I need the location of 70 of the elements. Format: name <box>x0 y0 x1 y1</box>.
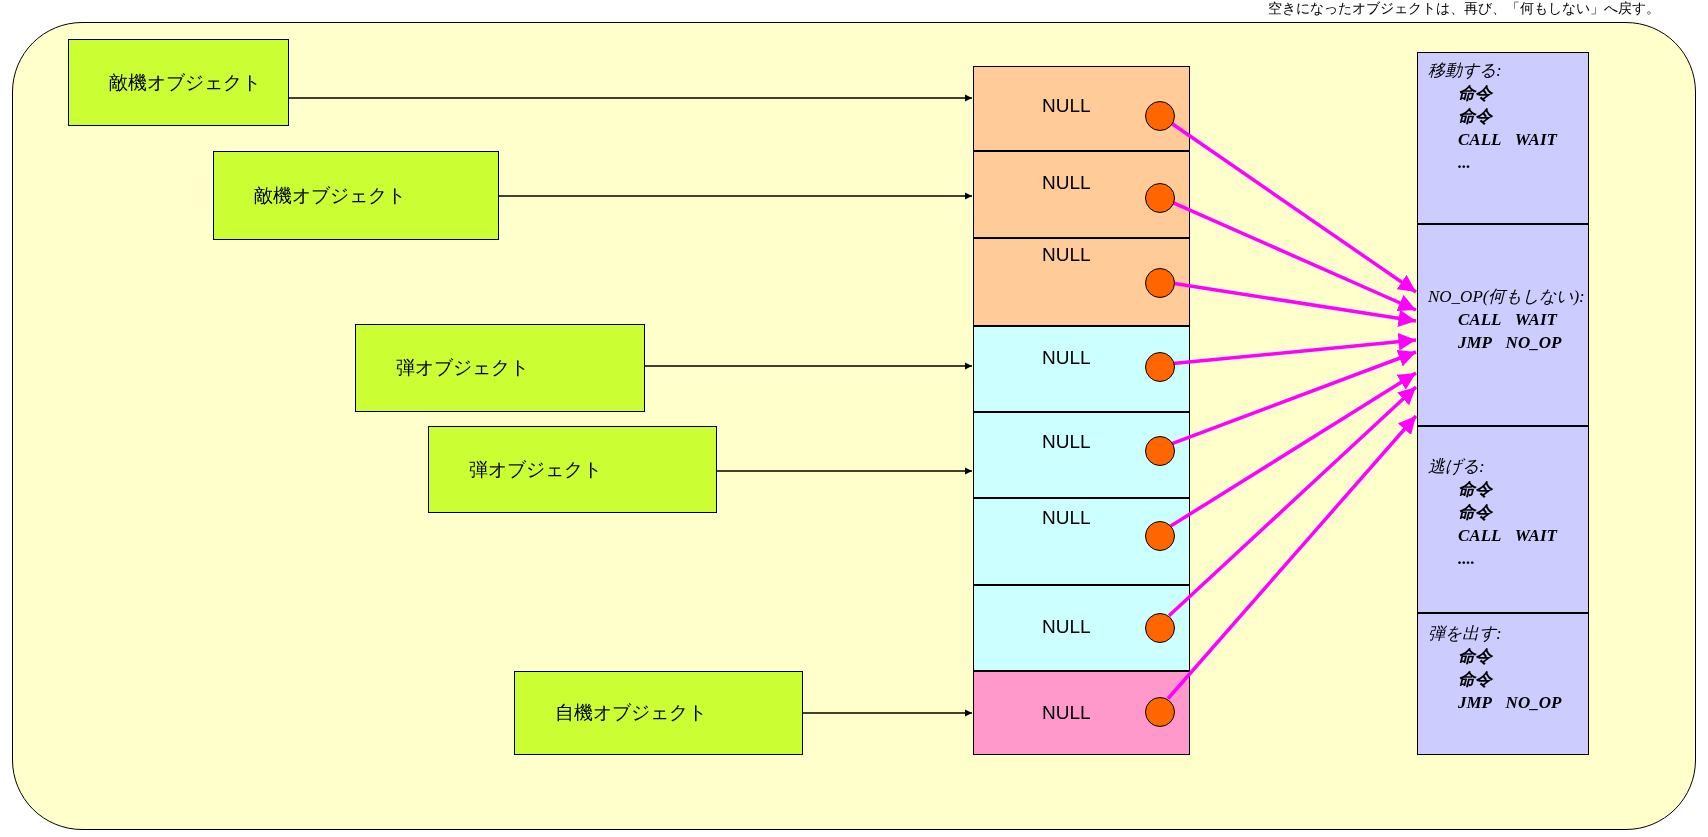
code-line: JMP NO_OP <box>1457 332 1563 354</box>
code-line: 命令 <box>1457 83 1494 105</box>
routine-box <box>1417 224 1589 426</box>
object-label: 弾オブジェクト <box>469 456 602 482</box>
routine-box <box>1417 613 1589 755</box>
object-box <box>68 39 289 126</box>
code-line: CALL WAIT <box>1457 525 1559 547</box>
arrow <box>1171 200 1417 312</box>
pointer-dot <box>1145 613 1175 643</box>
code-line: CALL WAIT <box>1457 309 1559 331</box>
code-line: 命令 <box>1457 106 1494 128</box>
arrow <box>1171 349 1417 446</box>
pointer-dot <box>1145 436 1175 466</box>
slot-label: NULL <box>1042 702 1091 724</box>
object-label: 自機オブジェクト <box>555 700 707 725</box>
object-box <box>355 324 645 412</box>
pointer-dot <box>1145 183 1175 213</box>
routine-heading: 弾を出す: <box>1428 623 1503 645</box>
code-line: ... <box>1457 152 1472 174</box>
routine-heading: 逃げる: <box>1428 456 1486 478</box>
pointer-dot <box>1145 268 1175 298</box>
slot-label: NULL <box>1042 616 1091 638</box>
note-text: 空きになったオブジェクトは、再び、「何もしない」へ戻す。 <box>1268 0 1660 18</box>
arrow <box>497 192 973 200</box>
code-line: 命令 <box>1457 502 1494 524</box>
table-slot <box>973 671 1190 755</box>
table-slot <box>973 498 1190 585</box>
object-box <box>428 426 717 513</box>
routine-heading: NO_OP(何もしない): <box>1428 286 1586 308</box>
slot-label: NULL <box>1042 507 1091 529</box>
slot-label: NULL <box>1042 95 1091 117</box>
pointer-dot <box>1145 352 1175 382</box>
slot-label: NULL <box>1042 431 1091 453</box>
code-line: CALL WAIT <box>1457 129 1559 151</box>
routine-heading: 移動する: <box>1428 60 1503 82</box>
code-line: 命令 <box>1457 669 1494 691</box>
table-slot <box>973 585 1190 671</box>
arrow <box>1166 414 1418 700</box>
pointer-dot <box>1145 521 1175 551</box>
routine-box <box>1417 426 1589 613</box>
arrow <box>1172 281 1417 327</box>
arrow <box>715 467 973 475</box>
object-label: 敵機オブジェクト <box>254 182 406 208</box>
background-panel <box>12 22 1696 830</box>
table-slot <box>973 66 1190 151</box>
arrow <box>287 94 973 102</box>
object-label: 弾オブジェクト <box>396 355 529 380</box>
pointer-dot <box>1145 101 1175 131</box>
table-slot <box>973 238 1190 326</box>
table-slot <box>973 151 1190 238</box>
code-line: 命令 <box>1457 479 1494 501</box>
slot-label: NULL <box>1042 347 1091 369</box>
arrow <box>801 709 973 717</box>
slot-label: NULL <box>1042 172 1091 194</box>
pointer-dot <box>1145 697 1175 727</box>
object-label: 敵機オブジェクト <box>109 69 261 95</box>
object-box <box>514 671 803 755</box>
object-box <box>213 151 499 240</box>
code-line: .... <box>1457 548 1476 570</box>
arrow <box>1172 333 1417 366</box>
code-line: 命令 <box>1457 646 1494 668</box>
routine-box <box>1417 52 1589 224</box>
arrow <box>1169 121 1417 294</box>
arrow <box>643 362 973 370</box>
arrow <box>1169 371 1417 528</box>
arrow <box>1167 385 1418 618</box>
slot-label: NULL <box>1042 244 1091 266</box>
table-slot <box>973 412 1190 498</box>
table-slot <box>973 326 1190 412</box>
code-line: JMP NO_OP <box>1457 692 1563 714</box>
